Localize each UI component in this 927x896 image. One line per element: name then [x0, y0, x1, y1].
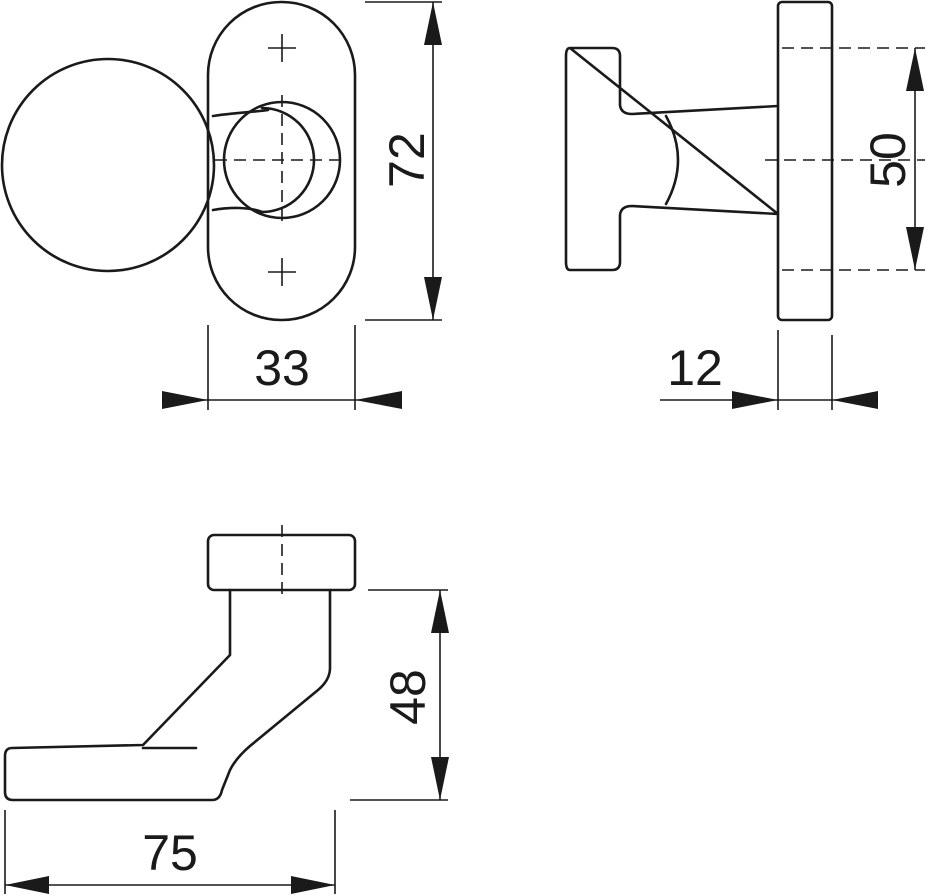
- dimension-72-label: 72: [379, 132, 435, 188]
- rosette-top: [206, 533, 357, 592]
- dimension-75-lines: [4, 810, 336, 894]
- front-view: 72 33: [0, 0, 442, 410]
- neck-curve: [664, 114, 680, 206]
- dimension-72-lines: [365, 1, 442, 321]
- dimension-12-arrows: [732, 391, 878, 409]
- knob-side: [564, 46, 780, 272]
- dimension-12-label: 12: [667, 340, 723, 396]
- neck-ring-inner: [260, 106, 316, 214]
- dimension-48-arrows: [431, 590, 449, 800]
- dimension-50-label: 50: [860, 132, 916, 188]
- rosette-front: [206, 0, 357, 322]
- dimension-48-label: 48: [380, 669, 436, 725]
- centerlines-side: [765, 47, 925, 271]
- knob-neck: [211, 108, 270, 214]
- knob-ball: [0, 57, 216, 273]
- lever-body: [3, 588, 332, 802]
- dimension-33-label: 33: [254, 340, 310, 396]
- screw-hole-marks: [268, 34, 296, 286]
- top-view: 48 75: [3, 525, 449, 894]
- side-view: 50 12: [564, 0, 925, 410]
- dimension-75-label: 75: [142, 825, 198, 881]
- rosette-side: [776, 0, 834, 322]
- centerlines-front: [215, 95, 345, 225]
